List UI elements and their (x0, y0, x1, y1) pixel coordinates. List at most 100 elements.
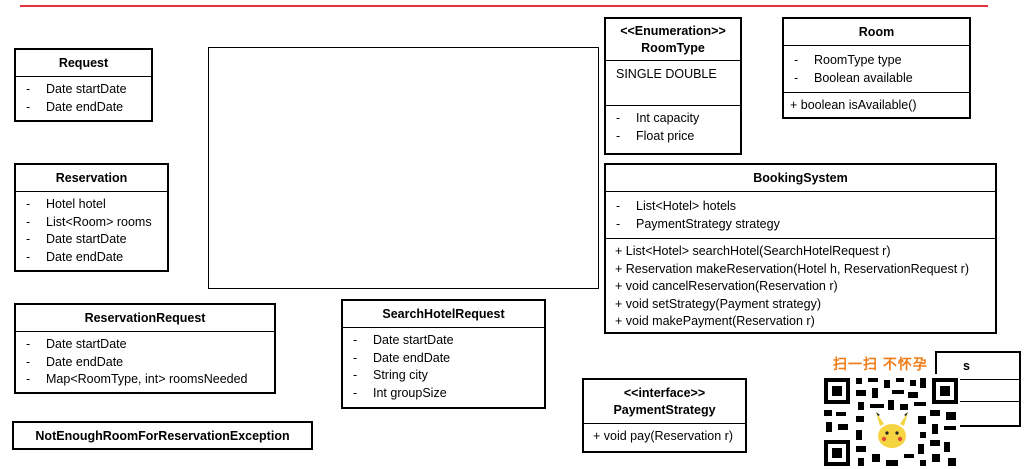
attribute-marker: - (26, 337, 31, 351)
attribute-row: - Date startDate (26, 231, 159, 249)
attribute-section: - Int capacity -Float price (606, 106, 740, 149)
attribute-text: Int groupSize (373, 385, 447, 400)
class-header: <<Enumeration>> RoomType (606, 19, 740, 61)
attribute-row: -Float price (616, 128, 732, 146)
qr-code-icon (822, 374, 960, 469)
attribute-marker: - (794, 53, 799, 67)
method-text: + boolean isAvailable() (790, 98, 917, 112)
attribute-text: Date endDate (46, 99, 124, 114)
attribute-text: Int capacity (636, 111, 700, 125)
interface-payment-strategy[interactable]: <<interface>> PaymentStrategy + void pay… (582, 378, 747, 453)
stereotype-label: <<Enumeration>> (620, 24, 726, 38)
attribute-section: -Hotel hotel -List<Room> rooms -Date sta… (16, 192, 167, 270)
attribute-text: Date endDate (46, 249, 124, 264)
attribute-marker: - (26, 372, 31, 386)
attribute-text: Hotel hotel (46, 197, 106, 211)
attribute-text: Date startDate (46, 232, 127, 246)
attribute-text: List<Hotel> hotels (636, 199, 737, 213)
method-text: + Reservation makeReservation(Hotel h, R… (615, 261, 969, 276)
attribute-marker: - (26, 214, 31, 229)
attribute-row: - Date startDate (353, 332, 536, 350)
attribute-row: - List<Hotel> hotels (616, 198, 987, 216)
attribute-marker: - (616, 111, 621, 125)
attribute-marker: - (353, 368, 358, 382)
empty-box (208, 47, 599, 289)
class-title: RoomType (641, 41, 705, 55)
attribute-marker: - (616, 199, 621, 213)
attribute-text: Date startDate (46, 337, 127, 351)
class-title: Room (784, 19, 969, 46)
attribute-row: - Hotel hotel (26, 196, 159, 214)
attribute-text: Date startDate (46, 82, 127, 96)
class-not-enough-room-exception[interactable]: NotEnoughRoomForReservationException (12, 421, 313, 450)
attribute-marker: - (353, 333, 358, 347)
attribute-text: PaymentStrategy strategy (636, 216, 780, 231)
attribute-section: -Date startDate -Date endDate -Map<RoomT… (16, 332, 274, 393)
class-reservation[interactable]: Reservation -Hotel hotel -List<Room> roo… (14, 163, 169, 272)
attribute-marker: - (26, 232, 31, 246)
attribute-marker: - (26, 249, 31, 264)
attribute-row: -List<Room> rooms (26, 214, 159, 232)
attribute-row: -Date endDate (26, 354, 266, 372)
attribute-text: Date endDate (373, 350, 451, 365)
attribute-row: - Int capacity (616, 110, 732, 128)
attribute-row: - Map<RoomType, int> roomsNeeded (26, 371, 266, 389)
class-title: Request (16, 50, 151, 77)
method-text: + void pay(Reservation r) (593, 429, 733, 443)
attribute-section: -List<Hotel> hotels -PaymentStrategy str… (606, 192, 995, 239)
attribute-text: List<Room> rooms (46, 214, 152, 229)
enum-room-type[interactable]: <<Enumeration>> RoomType SINGLE DOUBLE -… (604, 17, 742, 155)
method-text: + void setStrategy(Payment strategy) (615, 296, 821, 311)
method-section: + void pay(Reservation r) (584, 424, 745, 450)
attribute-row: -Date startDate (26, 81, 143, 99)
attribute-text: Date endDate (46, 354, 124, 369)
attribute-marker: - (353, 350, 358, 365)
attribute-text: Map<RoomType, int> roomsNeeded (46, 372, 248, 386)
class-request[interactable]: Request -Date startDate -Date endDate (14, 48, 153, 122)
attribute-text: String city (373, 368, 428, 382)
attribute-row: -PaymentStrategy strategy (616, 216, 987, 234)
method-text: + List<Hotel> searchHotel(SearchHotelReq… (615, 244, 891, 258)
method-text: + void makePayment(Reservation r) (615, 314, 815, 328)
attribute-text: Float price (636, 128, 695, 143)
method-text: + void cancelReservation(Reservation r) (615, 279, 838, 293)
attribute-text: Date startDate (373, 333, 454, 347)
top-red-rule (20, 5, 988, 7)
attribute-marker: - (616, 216, 621, 231)
attribute-row: - Date startDate (26, 336, 266, 354)
attribute-row: -Date endDate (353, 350, 536, 368)
attribute-marker: - (353, 385, 358, 400)
attribute-marker: - (26, 99, 31, 114)
partial-class-header: s (937, 353, 1019, 380)
enum-values: SINGLE DOUBLE (616, 67, 717, 81)
method-section: + boolean isAvailable() (784, 93, 969, 119)
class-reservation-request[interactable]: ReservationRequest -Date startDate -Date… (14, 303, 276, 394)
class-title: BookingSystem (606, 165, 995, 192)
method-section: + List<Hotel> searchHotel(SearchHotelReq… (606, 239, 995, 335)
class-title: Reservation (16, 165, 167, 192)
attribute-marker: - (26, 197, 31, 211)
attribute-text: RoomType type (814, 53, 902, 67)
stereotype-label: <<interface>> (623, 386, 706, 400)
attribute-row: -Date endDate (26, 99, 143, 117)
class-title: PaymentStrategy (613, 403, 716, 417)
class-title: ReservationRequest (16, 305, 274, 332)
class-title: NotEnoughRoomForReservationException (35, 429, 290, 443)
class-booking-system[interactable]: BookingSystem -List<Hotel> hotels -Payme… (604, 163, 997, 334)
class-header: <<interface>> PaymentStrategy (584, 380, 745, 424)
partial-class-divider (937, 401, 1019, 402)
class-room[interactable]: Room -RoomType type -Boolean available +… (782, 17, 971, 119)
attribute-row: - RoomType type (794, 52, 961, 70)
enum-values-section: SINGLE DOUBLE (606, 61, 740, 106)
attribute-row: - String city (353, 367, 536, 385)
attribute-marker: - (794, 70, 799, 85)
attribute-marker: - (26, 354, 31, 369)
attribute-text: Boolean available (814, 70, 913, 85)
attribute-row: -Boolean available (794, 70, 961, 88)
attribute-section: -Date startDate -Date endDate -String ci… (343, 328, 544, 406)
class-search-hotel-request[interactable]: SearchHotelRequest -Date startDate -Date… (341, 299, 546, 409)
attribute-row: -Date endDate (26, 249, 159, 267)
class-title: SearchHotelRequest (343, 301, 544, 328)
qr-caption: 扫一扫 不怀孕 (833, 356, 928, 372)
partial-class-title: s (963, 359, 970, 373)
